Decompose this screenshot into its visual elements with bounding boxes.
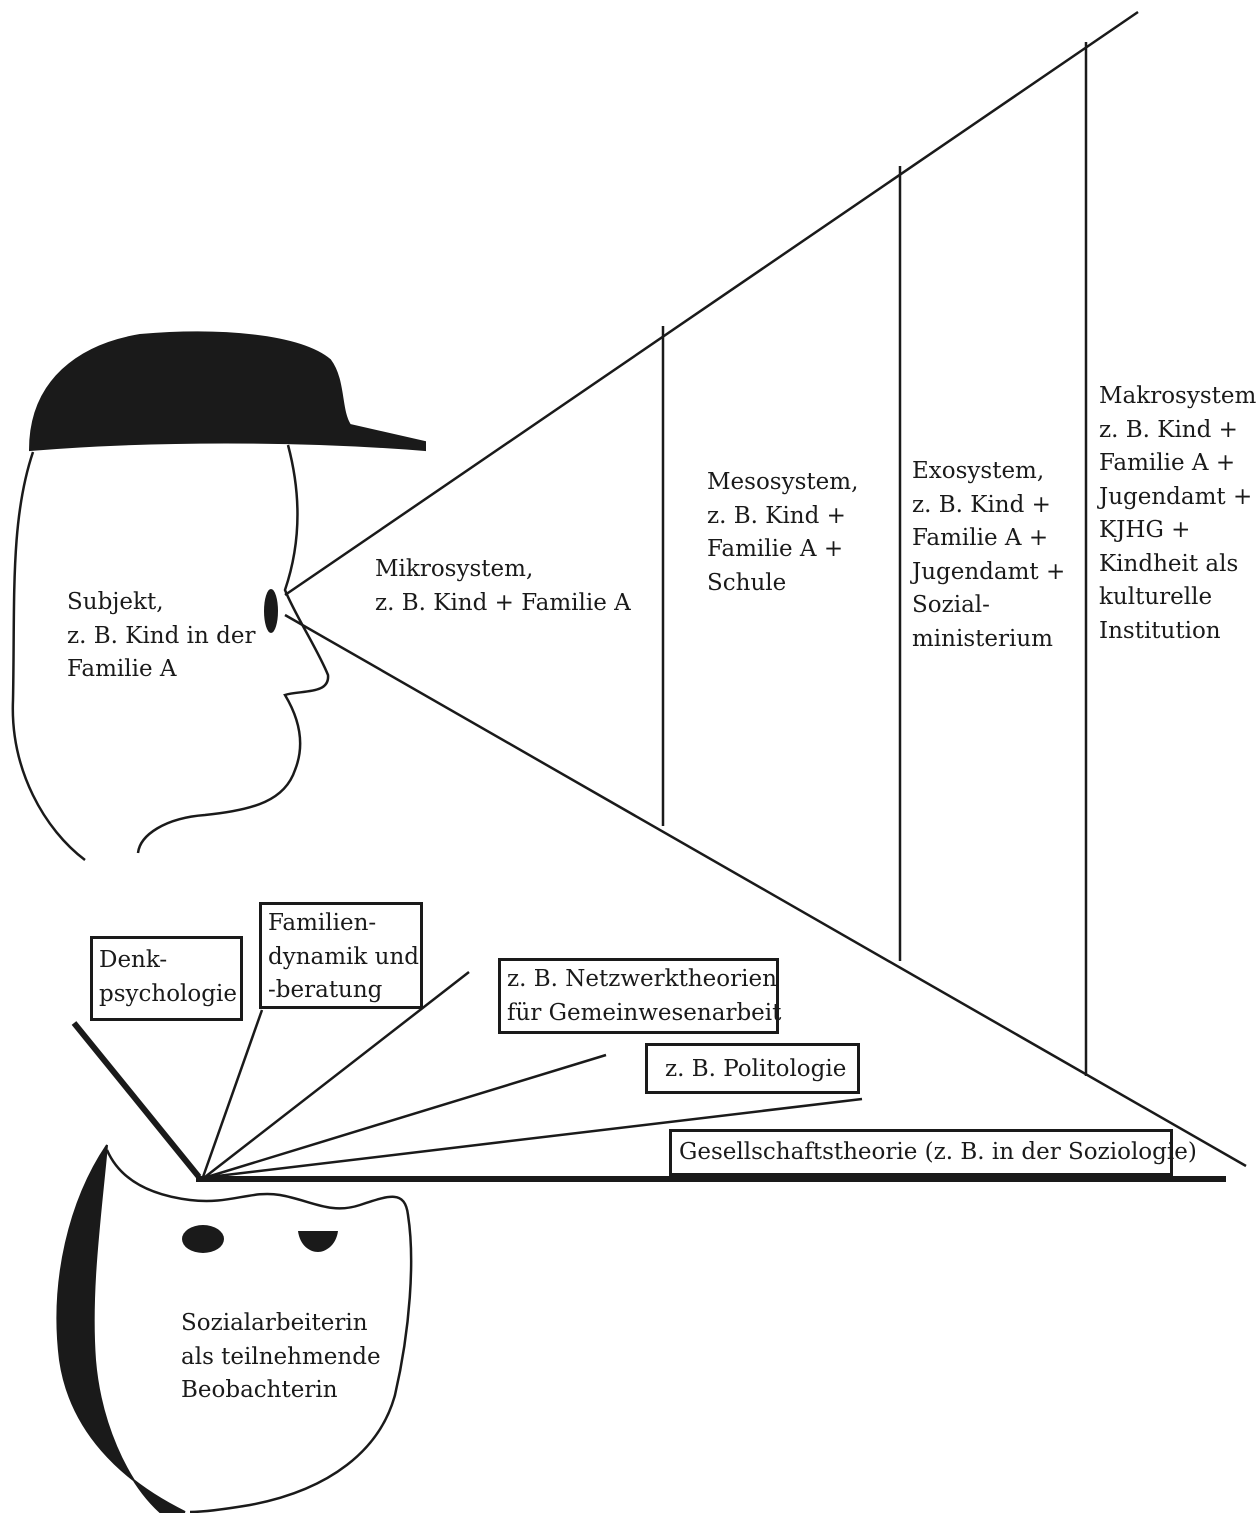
familie-line: -beratung: [268, 977, 383, 1003]
observer-line: als teilnehmende: [181, 1343, 381, 1370]
meso-line: Schule: [707, 569, 787, 596]
exo-line: Jugendamt +: [912, 558, 1066, 585]
observer-eye-right-icon: [298, 1231, 338, 1252]
theory-box-familiendynamik: Familien- dynamik und -beratung: [259, 902, 423, 1009]
makro-line: kulturelle: [1099, 584, 1213, 610]
fan-line-familie: [201, 1009, 264, 1178]
subject-line: z. B. Kind in der: [67, 622, 256, 649]
makro-line: Familie A +: [1099, 450, 1236, 476]
theory-box-netzwerktheorien: z. B. Netzwerktheorien für Gemeinwesenar…: [498, 958, 782, 1034]
denk-line: Denk-: [99, 947, 168, 973]
exosystem-label: Exosystem, z. B. Kind + Familie A + Juge…: [912, 455, 1065, 656]
familie-line: dynamik und: [268, 943, 420, 970]
exo-line: Sozial-: [912, 592, 990, 618]
exo-line: ministerium: [912, 625, 1053, 652]
exo-line: z. B. Kind +: [912, 491, 1051, 518]
child-face-outline: [11, 451, 86, 861]
netz-line: für Gemeinwesenarbeit: [507, 999, 782, 1026]
observer-eye-icon: [182, 1225, 224, 1253]
observer-head-figure: [56, 1144, 413, 1513]
child-eye-icon: [264, 589, 278, 633]
fan-line-denk: [71, 1021, 202, 1179]
meso-line: z. B. Kind +: [707, 502, 846, 529]
exo-line: Familie A +: [912, 525, 1049, 551]
fan-line-polit: [206, 1053, 607, 1179]
familie-line: Familien-: [268, 910, 377, 936]
subject-line: Familie A: [67, 656, 177, 682]
mikro-line: z. B. Kind + Familie A: [375, 589, 631, 616]
observer-line: Beobachterin: [181, 1377, 338, 1403]
makro-line: Jugendamt +: [1099, 483, 1253, 510]
child-head-figure: [11, 331, 426, 861]
makro-line: z. B. Kind +: [1099, 416, 1238, 443]
observer-label: Sozialarbeiterin als teilnehmende Beobac…: [181, 1307, 381, 1408]
cone-upper-line: [284, 10, 1139, 597]
meso-line: Familie A +: [707, 536, 844, 562]
child-profile-outline: [136, 444, 330, 854]
makrosystem-label: Makrosystem z. B. Kind + Familie A + Jug…: [1099, 380, 1256, 648]
theory-box-gesellschaftstheorie: Gesellschaftstheorie (z. B. in der Sozio…: [669, 1129, 1197, 1176]
observer-line: Sozialarbeiterin: [181, 1310, 368, 1336]
fan-line-gesell: [208, 1097, 863, 1179]
polit-line: z. B. Politologie: [665, 1056, 847, 1082]
theory-fan: [71, 971, 1226, 1182]
makro-line: Kindheit als: [1099, 550, 1239, 577]
fan-line-netz: [204, 971, 470, 1178]
meso-line: Mesosystem,: [707, 469, 859, 495]
theory-box-denkpsychologie: Denk- psychologie: [90, 936, 243, 1021]
makro-line: Institution: [1099, 617, 1221, 644]
makro-line: Makrosystem: [1099, 383, 1257, 409]
subject-line: Subjekt,: [67, 589, 164, 615]
denk-line: psychologie: [99, 980, 237, 1007]
theory-box-politologie: z. B. Politologie: [645, 1043, 860, 1094]
exo-line: Exosystem,: [912, 458, 1045, 484]
observer-head-outline: [105, 1149, 413, 1513]
gesell-line: Gesellschaftstheorie (z. B. in der Sozio…: [679, 1139, 1197, 1165]
cap-icon: [28, 331, 426, 452]
mesosystem-label: Mesosystem, z. B. Kind + Familie A + Sch…: [707, 466, 858, 600]
mikrosystem-label: Mikrosystem, z. B. Kind + Familie A: [375, 553, 631, 620]
mikro-line: Mikrosystem,: [375, 556, 534, 582]
makro-line: KJHG +: [1099, 517, 1191, 543]
perception-cone: [284, 10, 1247, 1168]
netz-line: z. B. Netzwerktheorien: [507, 966, 777, 992]
observer-hair-icon: [56, 1144, 186, 1513]
subject-label: Subjekt, z. B. Kind in der Familie A: [67, 586, 255, 687]
